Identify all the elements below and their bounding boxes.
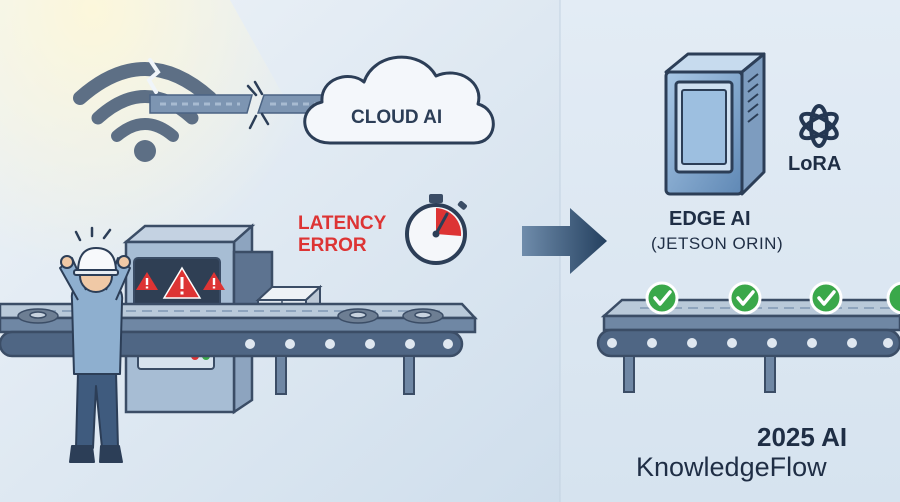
error-line: ERROR — [298, 234, 367, 256]
check-icon — [645, 281, 900, 315]
lora-knot-icon — [799, 104, 839, 148]
arrow-right-icon — [522, 208, 607, 274]
brand-year: 2025 AI — [757, 422, 848, 452]
worker-figure — [59, 226, 131, 463]
gear-icon — [17, 308, 444, 324]
stopwatch-icon — [405, 194, 467, 265]
warning-icon — [136, 266, 225, 299]
brand-name: KnowledgeFlow — [636, 452, 827, 482]
edge-ai-title: EDGE AI — [669, 208, 751, 230]
latency-line: LATENCY — [298, 213, 387, 234]
latency-error-label: LATENCY ERROR — [298, 213, 386, 257]
cloud-icon — [303, 55, 495, 145]
edge-ai-subtitle: (JETSON ORIN) — [651, 234, 784, 253]
lora-label: LoRA — [788, 153, 842, 175]
edge-device-icon — [664, 52, 766, 196]
cloud-ai-label: CLOUD AI — [351, 107, 443, 128]
